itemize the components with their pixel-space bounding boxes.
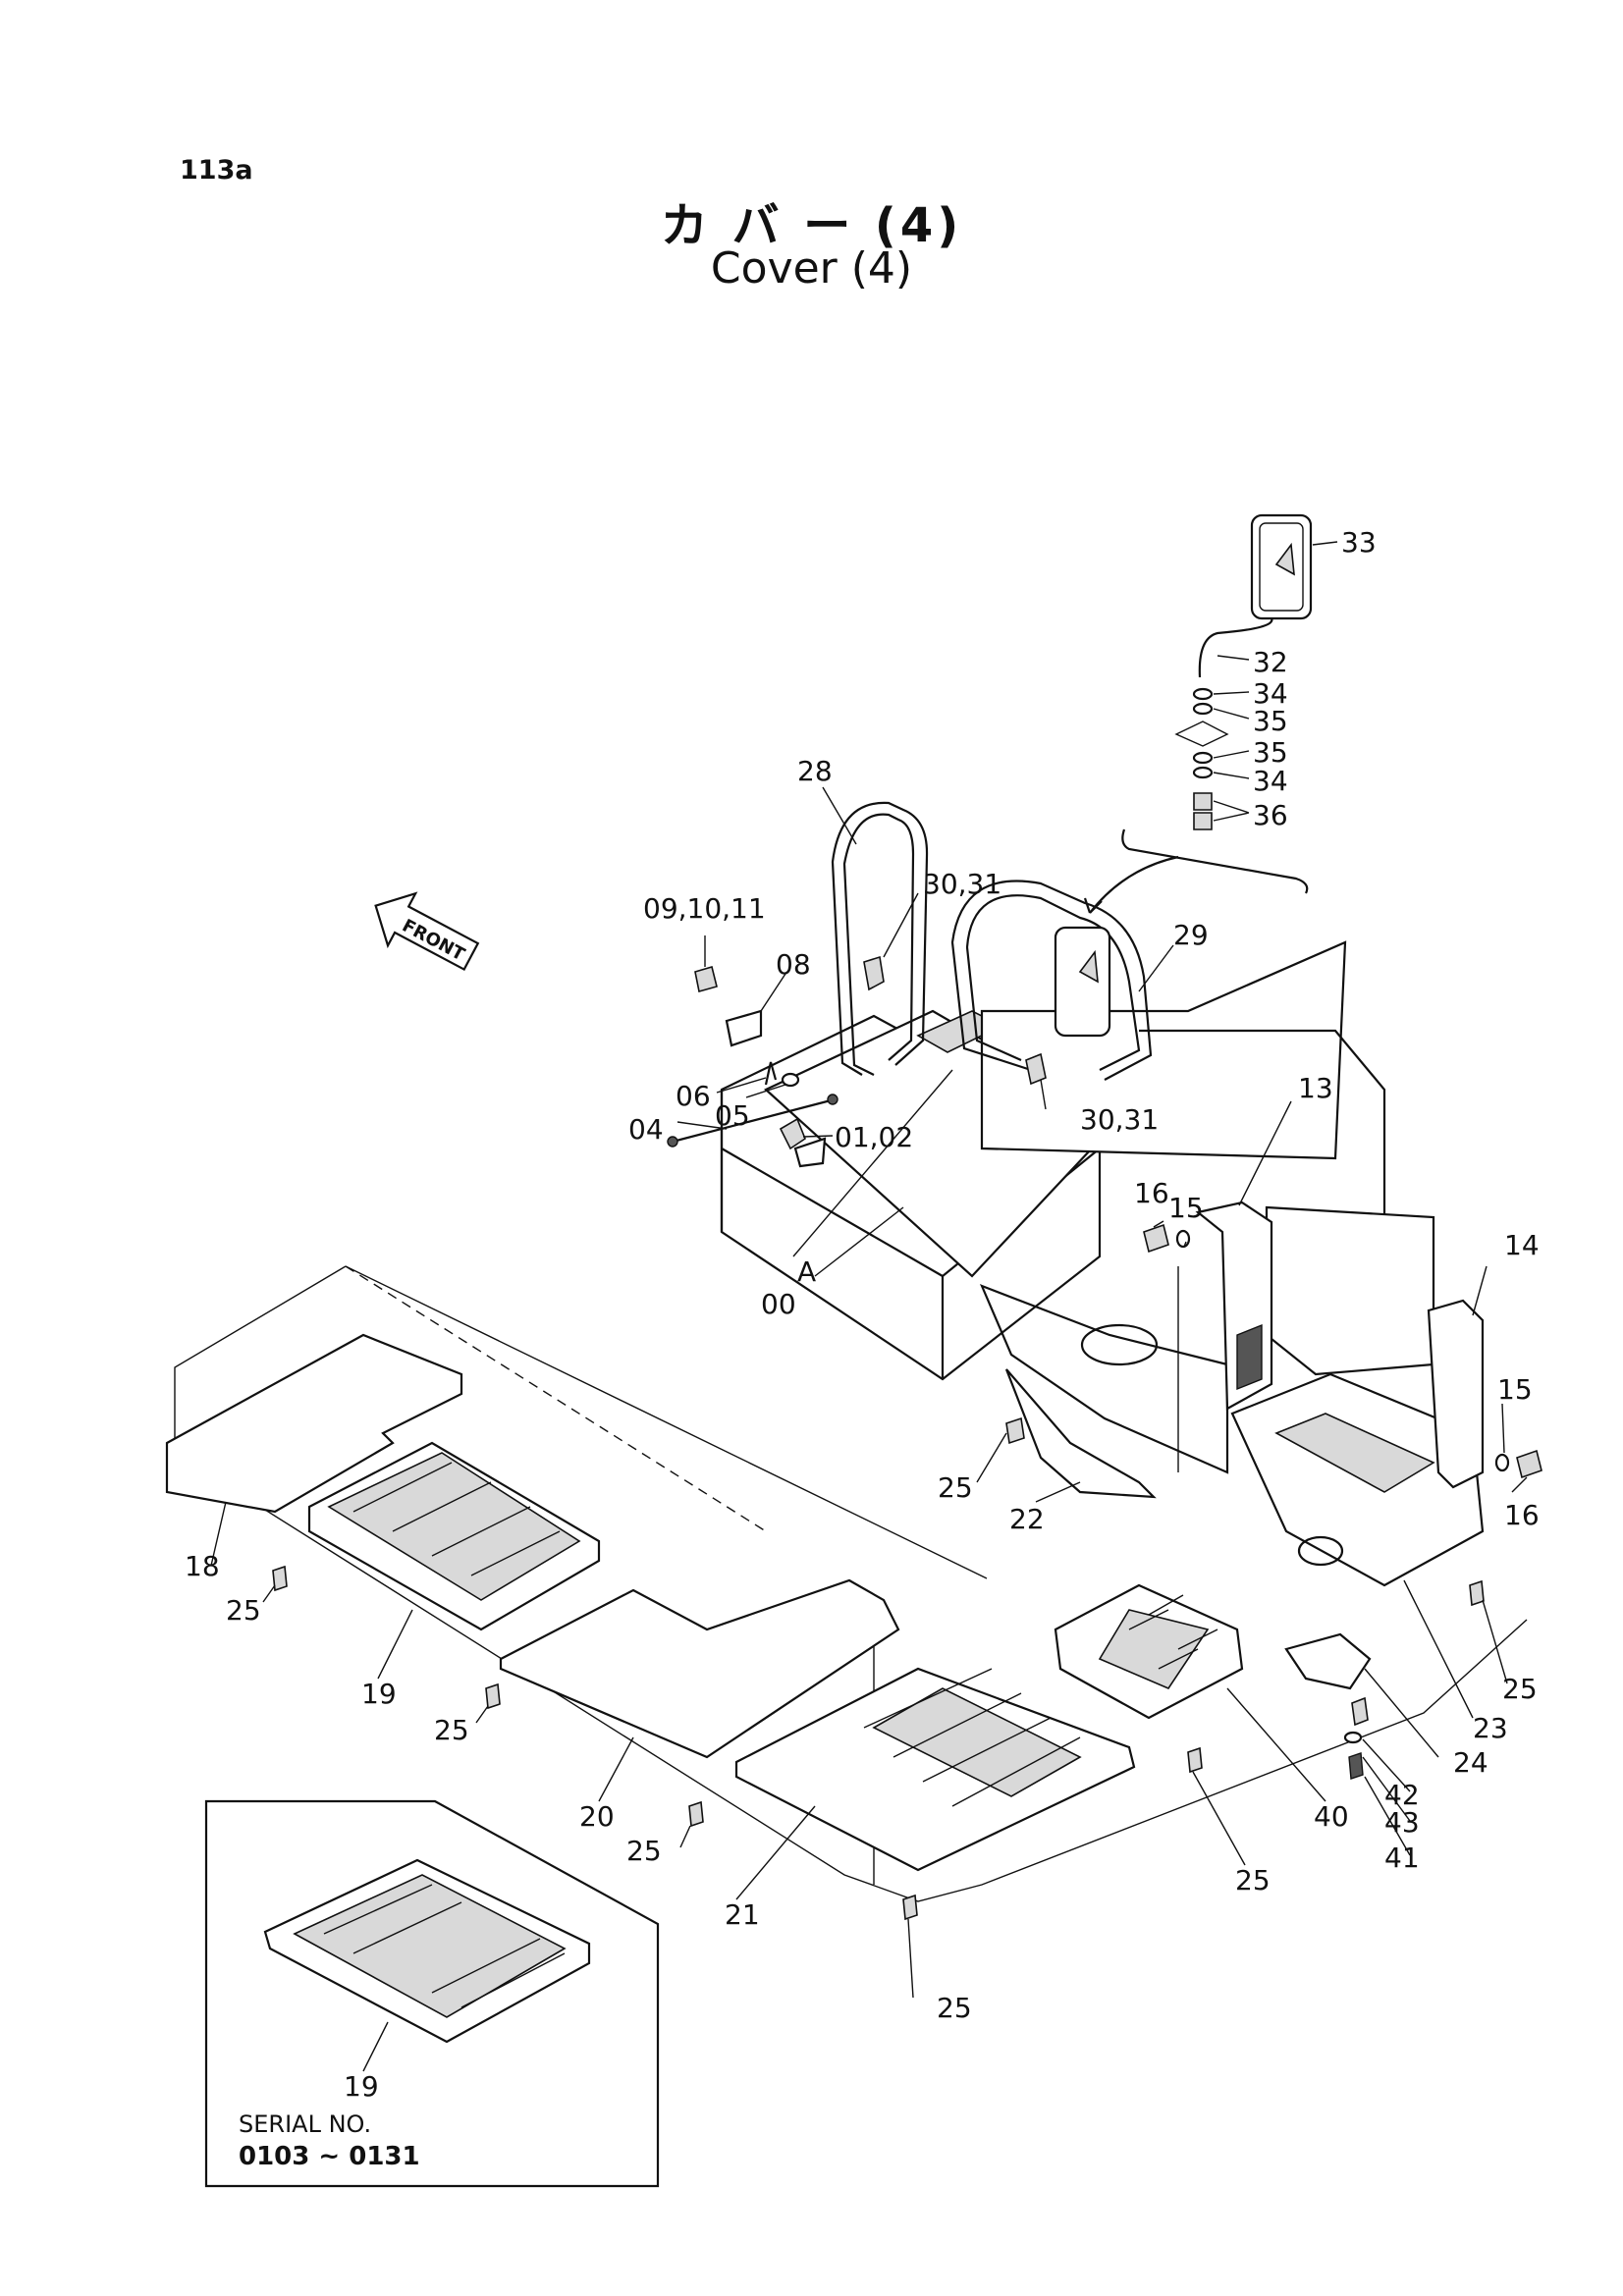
label-36: 36 bbox=[1253, 799, 1288, 831]
label-20: 20 bbox=[579, 1800, 615, 1833]
label-19a: 19 bbox=[361, 1678, 397, 1710]
plate-21 bbox=[734, 1667, 1136, 1872]
nut-36 bbox=[1193, 792, 1213, 811]
plate-20 bbox=[499, 1578, 900, 1759]
label-25c: 25 bbox=[434, 1714, 469, 1746]
label-34a: 34 bbox=[1253, 677, 1288, 710]
label-08: 08 bbox=[776, 948, 811, 981]
side-plates bbox=[1004, 1368, 1485, 1720]
rod-04 bbox=[672, 1097, 836, 1144]
label-23: 23 bbox=[1473, 1712, 1508, 1744]
label-00: 00 bbox=[761, 1288, 796, 1320]
label-15a: 15 bbox=[1168, 1192, 1204, 1224]
bracket-14 bbox=[1427, 1299, 1485, 1489]
plate-18 bbox=[165, 1333, 463, 1514]
label-06: 06 bbox=[676, 1080, 711, 1112]
part-labels: 33 32 34 35 35 34 36 28 29 30,31 30,31 0… bbox=[185, 526, 1540, 2171]
label-25g: 25 bbox=[1502, 1673, 1538, 1705]
mirror-assembly bbox=[1083, 513, 1313, 914]
handrails bbox=[831, 801, 1153, 1081]
label-24: 24 bbox=[1453, 1746, 1488, 1779]
plate-24 bbox=[1284, 1632, 1372, 1690]
serial-range: 0103 ~ 0131 bbox=[239, 2142, 420, 2171]
label-30-31b: 30,31 bbox=[1080, 1103, 1159, 1136]
front-arrow: FRONT bbox=[374, 891, 480, 972]
washer-34 bbox=[1192, 687, 1214, 701]
label-40: 40 bbox=[1314, 1800, 1349, 1833]
label-01-02: 01,02 bbox=[835, 1121, 913, 1153]
handrail-28 bbox=[842, 813, 915, 1076]
plate-22 bbox=[1004, 1368, 1157, 1499]
mirror-arm-32 bbox=[1198, 617, 1273, 678]
serial-inset bbox=[204, 1799, 660, 2188]
label-35a: 35 bbox=[1253, 705, 1288, 737]
label-21: 21 bbox=[725, 1898, 760, 1931]
floor-plates bbox=[165, 1333, 1136, 1872]
washer-35 bbox=[1192, 702, 1214, 716]
label-22: 22 bbox=[1009, 1503, 1045, 1535]
label-16b: 16 bbox=[1504, 1499, 1540, 1531]
label-15b: 15 bbox=[1497, 1373, 1533, 1406]
serial-label: SERIAL NO. bbox=[239, 2110, 371, 2138]
brackets bbox=[1195, 1201, 1485, 1489]
label-30-31a: 30,31 bbox=[923, 868, 1001, 900]
hardware bbox=[272, 955, 1542, 1921]
label-42: 42 bbox=[1384, 1779, 1420, 1811]
label-25b: 25 bbox=[226, 1594, 261, 1627]
label-28: 28 bbox=[797, 755, 833, 787]
label-05: 05 bbox=[715, 1099, 750, 1132]
label-41: 41 bbox=[1384, 1842, 1420, 1874]
label-18: 18 bbox=[185, 1550, 220, 1582]
label-43: 43 bbox=[1384, 1806, 1420, 1839]
label-25a: 25 bbox=[938, 1471, 973, 1504]
label-14: 14 bbox=[1504, 1229, 1540, 1261]
inset-label-19: 19 bbox=[344, 2070, 379, 2103]
label-35b: 35 bbox=[1253, 736, 1288, 769]
label-32: 32 bbox=[1253, 646, 1288, 678]
page-code: 113a bbox=[180, 155, 253, 186]
label-A: A bbox=[797, 1255, 816, 1288]
handrail-29 bbox=[965, 894, 1141, 1071]
label-34b: 34 bbox=[1253, 765, 1288, 797]
label-09-10-11: 09,10,11 bbox=[643, 892, 766, 925]
label-29: 29 bbox=[1173, 919, 1209, 951]
label-13: 13 bbox=[1298, 1072, 1333, 1104]
label-25d: 25 bbox=[626, 1835, 662, 1867]
label-16a: 16 bbox=[1134, 1177, 1169, 1209]
upper-housing bbox=[720, 940, 1435, 1474]
title-english: Cover (4) bbox=[710, 243, 913, 294]
label-04: 04 bbox=[628, 1113, 664, 1146]
label-25f: 25 bbox=[1235, 1864, 1271, 1896]
label-25e: 25 bbox=[937, 1992, 972, 2024]
leader-lines bbox=[210, 541, 1528, 1999]
label-33: 33 bbox=[1341, 526, 1377, 559]
title-japanese: カ バ ー (4) bbox=[660, 198, 963, 253]
